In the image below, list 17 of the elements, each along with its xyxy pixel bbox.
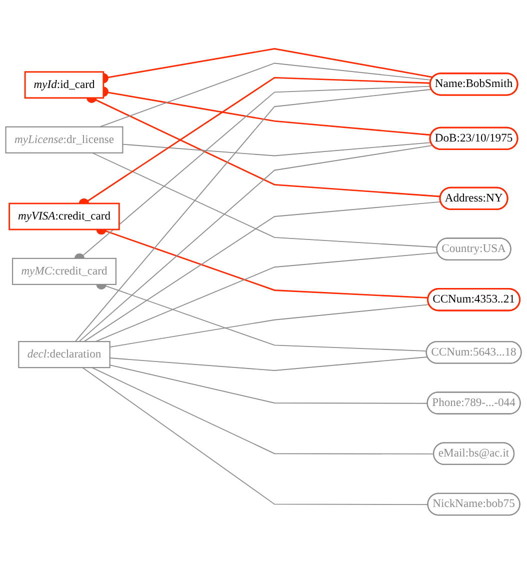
connector	[78, 144, 434, 342]
connector	[109, 364, 428, 404]
connector	[92, 152, 438, 248]
node-box	[12, 257, 116, 285]
node-box	[24, 70, 104, 98]
connector	[84, 200, 442, 342]
node-box	[5, 126, 124, 153]
connector	[74, 88, 432, 342]
connector	[82, 366, 429, 505]
connector	[91, 366, 434, 454]
node-box	[8, 202, 120, 230]
diagram-drawing: myId:id_card myLicense:dr_license myVISA:credit_card myMC:credit_card decl:declaration Name:BobSmith DoB:23/10/1975 Address:NY Country:USA CCNum:4353..21 CCNum:5643...18 Phone:789-...-044 eMail:bs@ac.it NickName:bob75	[0, 42, 527, 520]
connector	[109, 356, 428, 371]
connector	[95, 252, 438, 342]
node-box	[18, 340, 110, 368]
connector	[122, 142, 432, 156]
connector	[109, 304, 430, 348]
